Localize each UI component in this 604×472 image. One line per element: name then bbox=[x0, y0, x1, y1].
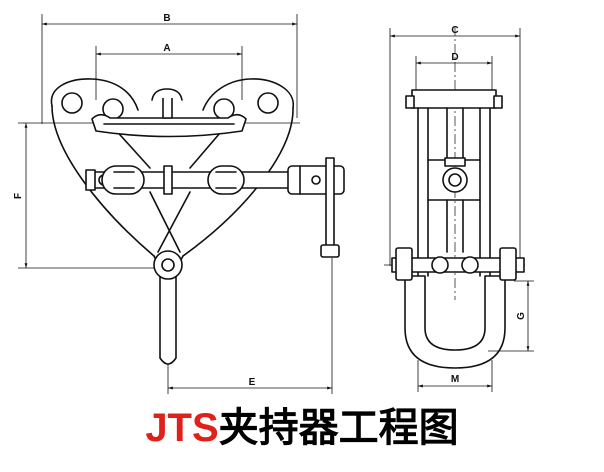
screw-guide-block bbox=[444, 157, 466, 167]
shackle-left-nut bbox=[395, 247, 413, 281]
left-slot bbox=[101, 165, 145, 195]
lifting-eye-shank bbox=[159, 271, 177, 365]
side-plates bbox=[405, 89, 503, 277]
screw-boss-hole bbox=[448, 173, 462, 187]
beam-web bbox=[162, 98, 173, 119]
right-lobe bbox=[202, 78, 294, 111]
center-spacer bbox=[163, 165, 173, 195]
adjusting-screw bbox=[85, 157, 345, 258]
jaw-plate bbox=[91, 113, 247, 138]
handle-pivot bbox=[311, 175, 321, 185]
top-right-bolt bbox=[493, 95, 503, 109]
dimension-m: M bbox=[417, 360, 493, 392]
right-spacer bbox=[461, 256, 479, 274]
dimension-m-label: M bbox=[451, 374, 459, 385]
dimension-f: F bbox=[13, 122, 300, 269]
dimension-d: D bbox=[415, 52, 493, 92]
beam-profile bbox=[91, 88, 247, 138]
t-handle-knob bbox=[320, 244, 340, 258]
shackle-bolt bbox=[391, 257, 525, 273]
dimension-e: E bbox=[167, 258, 333, 394]
left-lobe bbox=[50, 78, 139, 111]
engineering-drawing: B A F E bbox=[13, 13, 534, 394]
beam-top-flange bbox=[151, 88, 183, 101]
right-slot bbox=[207, 165, 245, 195]
left-outer-hole bbox=[61, 92, 83, 114]
left-spacer bbox=[431, 256, 449, 274]
body-left-side bbox=[51, 105, 155, 257]
shackle-right-nut bbox=[499, 247, 517, 281]
top-left-bolt bbox=[405, 95, 415, 109]
dimension-b-label: B bbox=[163, 13, 170, 24]
title-text: 夹持器工程图 bbox=[218, 405, 459, 451]
top-cap bbox=[411, 89, 497, 109]
screw-end-nut bbox=[85, 169, 96, 191]
dimension-a: A bbox=[95, 43, 243, 100]
dimension-b: B bbox=[41, 13, 298, 124]
pin-hole bbox=[161, 258, 175, 272]
shackle-outer bbox=[404, 275, 506, 369]
dimension-g-label: G bbox=[516, 312, 527, 320]
t-handle-bar bbox=[325, 157, 335, 249]
shackle bbox=[391, 247, 525, 369]
side-view: C D bbox=[384, 25, 534, 392]
dimension-f-label: F bbox=[13, 193, 24, 199]
front-view: B A F E bbox=[13, 13, 345, 394]
right-outer-hole bbox=[257, 92, 279, 114]
dimension-a-label: A bbox=[163, 43, 170, 54]
dimension-g: G bbox=[488, 280, 534, 352]
drawing-title: JTS夹持器工程图 bbox=[0, 402, 604, 454]
dimension-e-label: E bbox=[249, 377, 256, 388]
lifting-eye bbox=[153, 250, 183, 365]
title-prefix: JTS bbox=[145, 406, 219, 450]
